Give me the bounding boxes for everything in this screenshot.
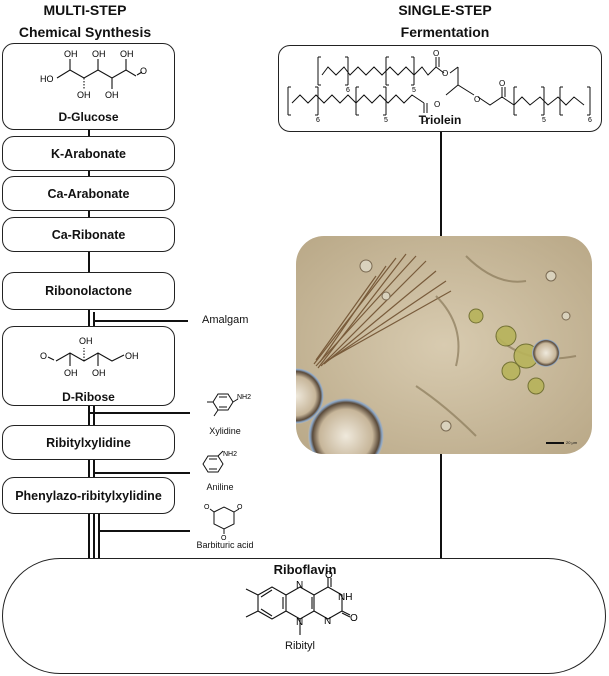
ribitylxylidine-box: Ribitylxylidine bbox=[2, 425, 175, 460]
svg-text:O: O bbox=[442, 69, 448, 78]
svg-text:O: O bbox=[350, 613, 358, 624]
svg-text:O: O bbox=[434, 100, 440, 109]
triolein-structure: O O O O O O 6 5 6 5 5 6 bbox=[287, 49, 592, 124]
single-step-header: SINGLE-STEP bbox=[398, 2, 492, 18]
ribose-label: D-Ribose bbox=[62, 390, 115, 404]
riboflavin-box bbox=[2, 558, 606, 674]
triolein-label: Triolein bbox=[418, 113, 462, 127]
phenylazo-box: Phenylazo-ribitylxylidine bbox=[2, 477, 175, 514]
ribityl-label: Ribityl bbox=[285, 640, 315, 652]
pathway-connector bbox=[93, 320, 188, 322]
ribonolactone-box: Ribonolactone bbox=[2, 272, 175, 310]
svg-text:5: 5 bbox=[384, 117, 388, 124]
svg-text:6: 6 bbox=[346, 87, 350, 94]
xylidine-structure: NH2 bbox=[207, 393, 251, 417]
ca-arabonate-box: Ca-Arabonate bbox=[2, 176, 175, 211]
ribitylxylidine-label: Ribitylxylidine bbox=[46, 435, 131, 450]
svg-text:NH2: NH2 bbox=[223, 451, 237, 458]
riboflavin-label: Riboflavin bbox=[273, 562, 337, 577]
svg-text:OH: OH bbox=[120, 49, 134, 59]
svg-text:O: O bbox=[237, 504, 243, 511]
k-arabonate-label: K-Arabonate bbox=[50, 146, 126, 161]
fermentation-header: Fermentation bbox=[400, 24, 490, 40]
svg-text:O: O bbox=[325, 570, 333, 581]
svg-text:N: N bbox=[296, 580, 303, 591]
ca-arabonate-label: Ca-Arabonate bbox=[47, 186, 130, 201]
svg-text:O: O bbox=[40, 351, 47, 361]
glucose-structure: HO OH OH OH OH OH O bbox=[40, 49, 147, 100]
svg-text:O: O bbox=[433, 49, 439, 58]
svg-text:O: O bbox=[474, 95, 480, 104]
phenylazo-label: Phenylazo-ribitylxylidine bbox=[15, 488, 162, 503]
multi-step-header: MULTI-STEP bbox=[43, 2, 127, 18]
barbituric-acid-label: Barbituric acid bbox=[196, 540, 254, 550]
ribonolactone-label: Ribonolactone bbox=[45, 284, 132, 298]
svg-text:NH2: NH2 bbox=[237, 394, 251, 401]
ribose-structure: O OH OH OH OH bbox=[40, 336, 139, 378]
ribose-box bbox=[2, 326, 175, 406]
barbituric-connector bbox=[98, 530, 190, 532]
svg-text:OH: OH bbox=[105, 90, 119, 100]
amalgam-label: Amalgam bbox=[202, 314, 249, 326]
glucose-box bbox=[2, 43, 175, 130]
aniline-structure: NH2 bbox=[202, 450, 237, 473]
svg-text:6: 6 bbox=[588, 117, 592, 124]
svg-text:OH: OH bbox=[64, 49, 78, 59]
svg-text:5: 5 bbox=[542, 117, 546, 124]
barbituric-connector bbox=[98, 512, 100, 560]
svg-text:N: N bbox=[324, 616, 331, 627]
svg-text:O: O bbox=[421, 115, 427, 124]
glucose-label: D-Glucose bbox=[58, 110, 119, 124]
xylidine-label: Xylidine bbox=[209, 426, 241, 436]
fermentation-micrograph: 20 μm bbox=[296, 236, 592, 454]
pathway-connector bbox=[88, 412, 94, 414]
riboflavin-structure: N N N O NH O bbox=[245, 570, 358, 635]
ca-ribonate-label: Ca-Ribonate bbox=[51, 227, 126, 242]
ca-ribonate-box: Ca-Ribonate bbox=[2, 217, 175, 252]
svg-text:OH: OH bbox=[125, 351, 139, 361]
xylidine-connector bbox=[93, 412, 190, 414]
svg-text:OH: OH bbox=[79, 336, 93, 346]
svg-text:6: 6 bbox=[316, 117, 320, 124]
svg-text:O: O bbox=[140, 66, 147, 76]
svg-text:OH: OH bbox=[92, 368, 106, 378]
svg-text:NH: NH bbox=[338, 592, 352, 603]
triolein-box bbox=[278, 45, 602, 132]
svg-text:O: O bbox=[204, 504, 210, 511]
k-arabonate-box: K-Arabonate bbox=[2, 136, 175, 171]
chemical-synthesis-header: Chemical Synthesis bbox=[18, 24, 152, 40]
svg-text:O: O bbox=[499, 79, 505, 88]
svg-text:OH: OH bbox=[77, 90, 91, 100]
svg-text:N: N bbox=[296, 617, 303, 628]
barbituric-structure: O O O bbox=[204, 504, 243, 542]
svg-text:O: O bbox=[221, 535, 227, 542]
svg-text:OH: OH bbox=[64, 368, 78, 378]
svg-text:5: 5 bbox=[412, 87, 416, 94]
scale-bar-label: 20 μm bbox=[566, 440, 578, 445]
aniline-label: Aniline bbox=[206, 482, 234, 492]
aniline-connector bbox=[93, 472, 190, 474]
svg-text:HO: HO bbox=[40, 74, 54, 84]
svg-text:OH: OH bbox=[92, 49, 106, 59]
